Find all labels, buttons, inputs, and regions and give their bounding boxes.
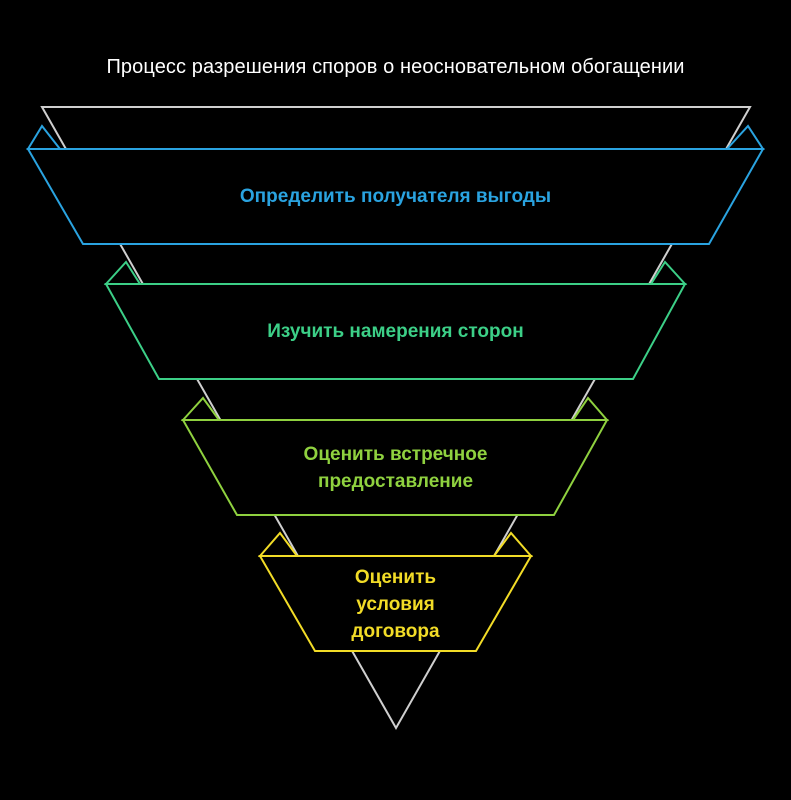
stage-1-band [26,148,765,245]
stage-2-label: Изучить намерения сторон [267,320,524,342]
stage-1-label: Определить получателя выгоды [239,185,552,207]
stage-3-shape [180,396,610,516]
page-title: Процесс разрешения споров о неоснователь… [106,56,685,78]
stage-4-band [258,555,533,652]
stage-1-shape [26,124,765,245]
stage-3-band [181,419,609,516]
stage-4-label: Оценить условия договора [351,566,440,642]
funnel-outline [40,106,752,731]
stage-3-label: Оценить встречное предоставление [303,444,488,492]
stage-2-shape [103,260,688,380]
stage-2-band [104,283,687,380]
stage-2-left-connector [103,260,142,285]
stage-4-shape [257,531,534,652]
